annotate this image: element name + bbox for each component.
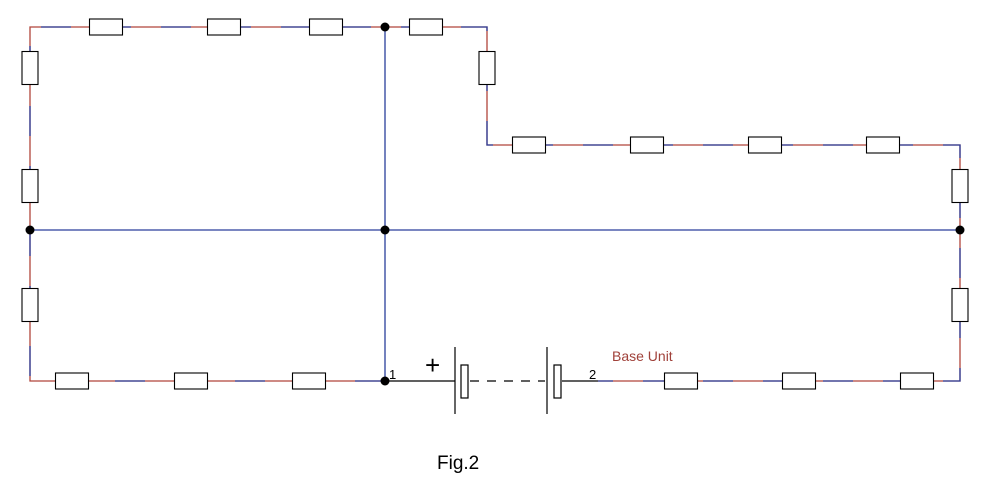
- node-2-label: 2: [589, 367, 596, 382]
- resistor-15: [21, 50, 39, 86]
- resistor-9: [54, 372, 90, 390]
- resistor-5: [511, 136, 547, 154]
- resistor-2: [206, 18, 242, 36]
- resistor-7: [747, 136, 783, 154]
- resistors: [21, 18, 969, 390]
- resistor-6: [629, 136, 665, 154]
- battery-cell-2-short-plate: [553, 364, 562, 399]
- resistor-11: [291, 372, 327, 390]
- node-1-label: 1: [389, 367, 396, 382]
- resistor-16: [21, 168, 39, 204]
- resistor-20: [951, 287, 969, 323]
- resistor-12: [663, 372, 699, 390]
- junction-center: [380, 225, 390, 235]
- resistor-8: [865, 136, 901, 154]
- junctions: [25, 22, 965, 386]
- battery: [454, 347, 562, 414]
- battery-plus-sign: +: [425, 350, 440, 380]
- junction-top-middle: [380, 22, 390, 32]
- resistor-10: [173, 372, 209, 390]
- internal-wires: [30, 27, 960, 381]
- junction-right-middle: [955, 225, 965, 235]
- junction-node-1: [380, 376, 390, 386]
- junction-left-middle: [25, 225, 35, 235]
- resistor-4: [408, 18, 444, 36]
- resistor-18: [478, 50, 496, 86]
- resistor-17: [21, 287, 39, 323]
- resistor-1: [88, 18, 124, 36]
- figure-caption: Fig.2: [437, 453, 479, 474]
- resistor-3: [308, 18, 344, 36]
- battery-cell-1-short-plate: [460, 364, 469, 399]
- resistor-14: [899, 372, 935, 390]
- resistor-19: [951, 168, 969, 204]
- base-unit-label: Base Unit: [612, 348, 673, 364]
- resistor-13: [781, 372, 817, 390]
- outer-wire-blue-overlay: [29, 26, 961, 382]
